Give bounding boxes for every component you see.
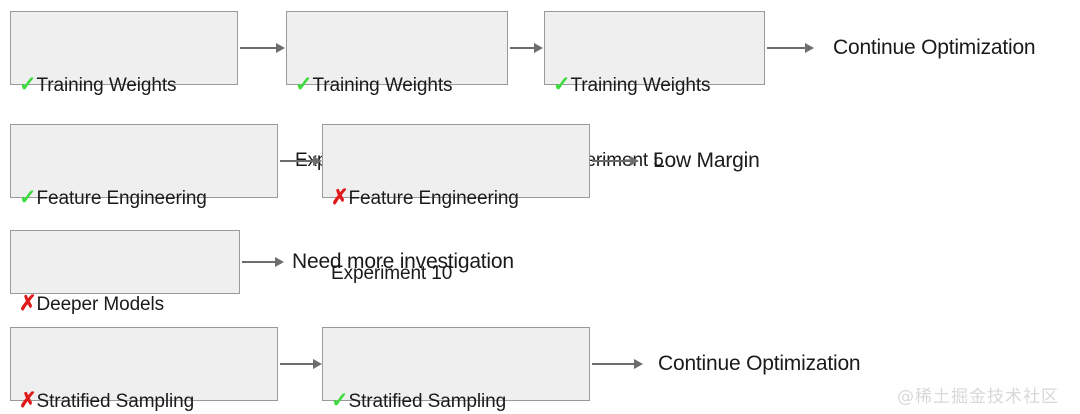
cross-icon: ✗ [19, 292, 37, 315]
arrow-r2-outcome [592, 156, 640, 166]
cross-icon: ✗ [19, 389, 37, 412]
arrow-r1-n1-n2 [240, 43, 285, 53]
arrow-r1-n2-n3 [510, 43, 544, 53]
arrow-shaft [510, 47, 534, 49]
node-line-1: ✓Training Weights [19, 72, 231, 98]
node-line-1: ✗Feature Engineering [331, 185, 583, 211]
node-title: Stratified Sampling [348, 391, 507, 412]
arrow-r4-outcome [592, 359, 644, 369]
arrow-head-icon [275, 257, 284, 267]
node-line-1: ✓Feature Engineering [19, 185, 271, 211]
node-stratified-sampling-exp1[interactable]: ✗Stratified Sampling Experiment 1 [10, 327, 278, 412]
watermark: @稀土掘金技术社区 [897, 387, 1059, 407]
node-feature-engineering-exp10[interactable]: ✗Feature Engineering Experiment 10 [322, 124, 590, 284]
check-icon: ✓ [331, 389, 349, 412]
node-line-1: ✓Stratified Sampling [331, 388, 583, 414]
node-title: Training Weights [312, 75, 453, 96]
node-title: Deeper Models [36, 294, 165, 315]
node-line-1: ✗Stratified Sampling [19, 388, 271, 414]
arrow-head-icon [534, 43, 543, 53]
outcome-label-row-3: Need more investigation [292, 250, 514, 273]
node-title: Feature Engineering [348, 188, 519, 209]
arrow-head-icon [313, 359, 322, 369]
outcome-label-row-2: Low Margin [653, 149, 760, 172]
outcome-label-row-1: Continue Optimization [833, 36, 1036, 59]
arrow-shaft [240, 47, 276, 49]
arrow-shaft [767, 47, 805, 49]
node-title: Stratified Sampling [36, 391, 195, 412]
node-training-weights-exp3[interactable]: ✓Training Weights Experiment 3 [286, 11, 508, 171]
arrow-shaft [280, 160, 313, 162]
arrow-shaft [242, 261, 275, 263]
node-line-1: ✗Deeper Models [19, 291, 233, 317]
arrow-head-icon [630, 156, 639, 166]
node-line-1: ✓Training Weights [553, 72, 758, 98]
arrow-r4-n1-n2 [280, 359, 322, 369]
check-icon: ✓ [295, 73, 313, 96]
check-icon: ✓ [19, 73, 37, 96]
arrow-r1-outcome [767, 43, 815, 53]
node-title: Training Weights [570, 75, 711, 96]
arrow-r3-outcome [242, 257, 284, 267]
arrow-head-icon [805, 43, 814, 53]
node-deeper-models-exp1[interactable]: ✗Deeper Models Experiment 1 [10, 230, 240, 390]
arrow-shaft [280, 363, 313, 365]
node-training-weights-exp1[interactable]: ✓Training Weights Experiment 1 [10, 11, 238, 171]
node-stratified-sampling-exp2[interactable]: ✓Stratified Sampling Experiment 2 [322, 327, 590, 412]
outcome-label-row-4: Continue Optimization [658, 352, 861, 375]
arrow-head-icon [634, 359, 643, 369]
cross-icon: ✗ [331, 186, 349, 209]
arrow-shaft [592, 160, 630, 162]
node-feature-engineering-exp1[interactable]: ✓Feature Engineering Experiment 1 [10, 124, 278, 284]
arrow-head-icon [313, 156, 322, 166]
check-icon: ✓ [19, 186, 37, 209]
arrow-head-icon [276, 43, 285, 53]
node-training-weights-exp5[interactable]: ✓Training Weights Experiment 5 [544, 11, 765, 171]
node-subtitle: Experiment 10 [331, 263, 453, 284]
node-title: Feature Engineering [36, 188, 207, 209]
arrow-shaft [592, 363, 634, 365]
check-icon: ✓ [553, 73, 571, 96]
node-title: Training Weights [36, 75, 177, 96]
arrow-r2-n1-n2 [280, 156, 322, 166]
node-line-1: ✓Training Weights [295, 72, 501, 98]
